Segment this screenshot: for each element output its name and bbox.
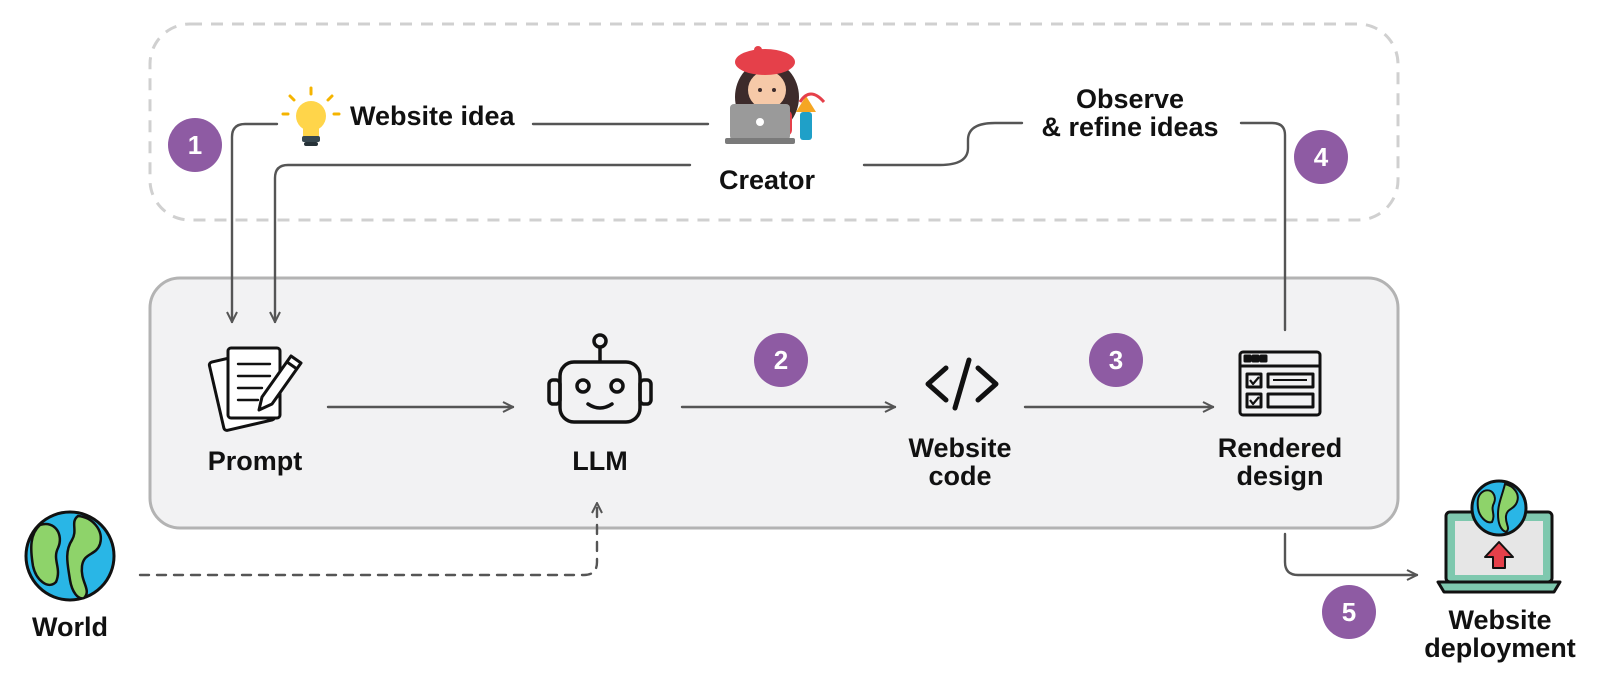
llm-label: LLM [572,446,628,476]
observe-line-1: Observe [1075,84,1185,114]
robot-icon [547,333,653,424]
rendered-design-line-2: design [1236,461,1324,491]
laptop-upload-icon [1436,479,1562,594]
globe-icon [24,510,116,602]
step-badge-5: 5 [1322,585,1376,639]
website-deployment-line-2: deployment [1424,633,1576,663]
step-badge-1: 1 [168,118,222,172]
observe-label: Observe & refine ideas [1030,85,1230,141]
idea-to-prompt-arrow [232,122,279,324]
step-badge-4: 4 [1294,130,1348,184]
design-to-deploy-arrow [1283,532,1419,575]
creator-avatar-icon [725,46,826,144]
website-idea-label: Website idea [350,101,515,131]
creator-to-observe-line [862,121,1024,167]
website-deployment-label: Website deployment [1410,606,1590,662]
world-label: World [32,612,108,642]
website-code-line-2: code [928,461,992,491]
pipeline-panel [148,276,1400,530]
creator-region [148,22,1400,222]
creator-label: Creator [718,165,816,195]
step-badge-3: 3 [1089,333,1143,387]
step-badge-2: 2 [754,333,808,387]
website-code-label: Website code [895,434,1025,490]
prompt-document-icon [207,346,303,432]
rendered-design-line-1: Rendered [1217,433,1343,463]
observe-line-2: & refine ideas [1041,112,1219,142]
lightbulb-icon [281,86,341,146]
design-to-observe-line [1239,121,1287,332]
prompt-label: Prompt [207,446,303,476]
website-deployment-line-1: Website [1448,605,1552,635]
creator-to-prompt-arrow [275,163,692,324]
website-code-line-1: Website [908,433,1012,463]
world-to-llm-arrow [138,501,597,577]
browser-layout-icon [1238,350,1322,417]
rendered-design-label: Rendered design [1205,434,1355,490]
code-brackets-icon [925,357,999,411]
